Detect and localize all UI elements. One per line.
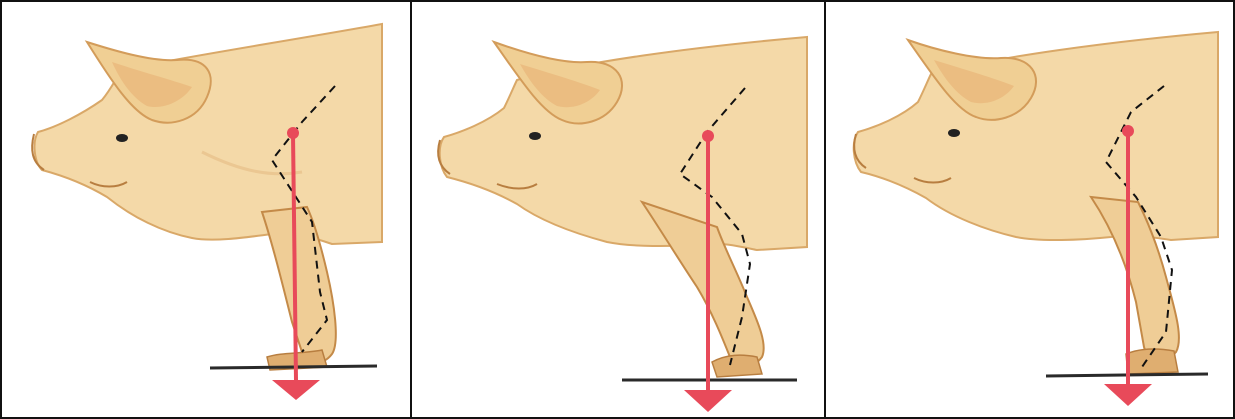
pig-illustration-3 bbox=[826, 2, 1233, 417]
pig-body bbox=[438, 37, 807, 377]
pig-illustration-2 bbox=[412, 2, 824, 417]
eye-icon bbox=[948, 129, 960, 137]
pig-body bbox=[854, 32, 1218, 374]
eye-icon bbox=[529, 132, 541, 140]
panel-forward-bent-leg bbox=[410, 0, 826, 419]
pig-body bbox=[32, 24, 382, 370]
pig-illustration-1 bbox=[2, 2, 410, 417]
ground-line bbox=[210, 366, 377, 368]
panel-slightly-bent-leg bbox=[824, 0, 1235, 419]
eye-icon bbox=[116, 134, 128, 142]
panel-upright-leg bbox=[0, 0, 412, 419]
